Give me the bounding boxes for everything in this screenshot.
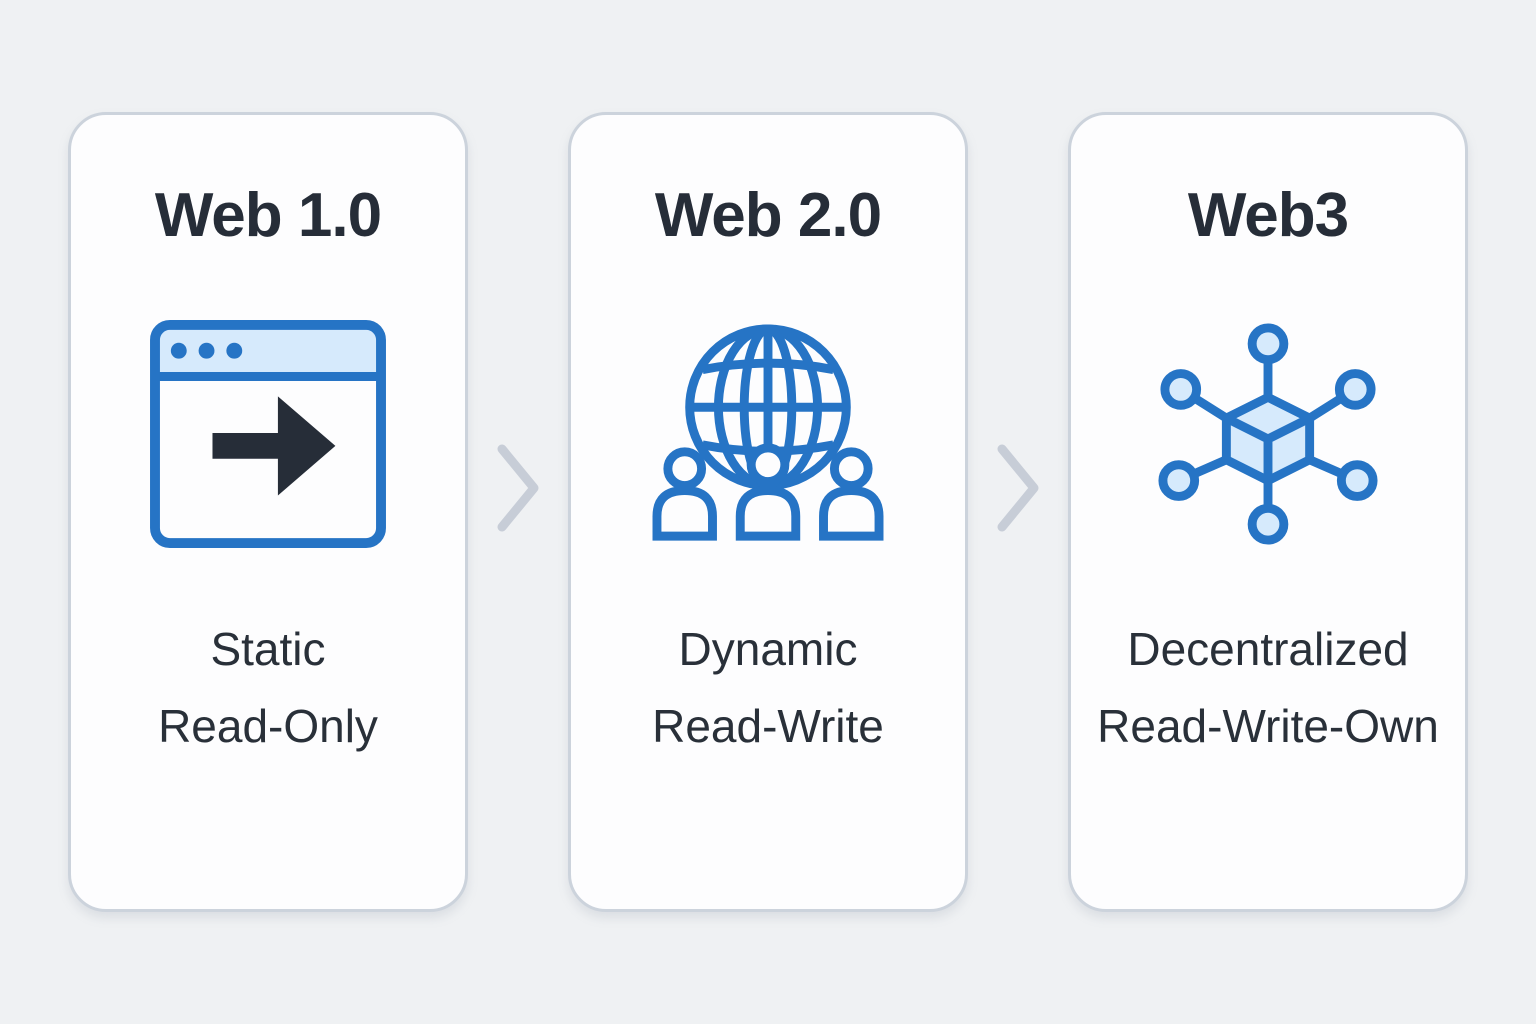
card-web2-description: Dynamic Read-Write [652, 611, 884, 765]
desc-line: Read-Only [158, 700, 378, 752]
desc-line: Read-Write [652, 700, 884, 752]
card-web1-title: Web 1.0 [154, 181, 382, 250]
browser-window-arrow-icon [148, 319, 388, 549]
desc-line: Static [210, 623, 326, 675]
card-web3-title: Web3 [1187, 181, 1349, 250]
card-web3-description: Decentralized Read-Write-Own [1097, 611, 1439, 765]
desc-line: Dynamic [678, 623, 858, 675]
card-web3: Web3 [1068, 112, 1468, 912]
separator-1 [468, 443, 568, 533]
desc-line: Decentralized [1127, 623, 1409, 675]
card-web2: Web 2.0 [568, 112, 968, 912]
globe-users-icon [648, 319, 888, 549]
chevron-right-icon [997, 444, 1039, 532]
card-web1-description: Static Read-Only [158, 611, 378, 765]
card-web2-title: Web 2.0 [654, 181, 882, 250]
blockchain-network-icon [1148, 319, 1388, 549]
chevron-right-icon [497, 444, 539, 532]
separator-2 [968, 443, 1068, 533]
card-web1: Web 1.0 Static Read-Only [68, 112, 468, 912]
desc-line: Read-Write-Own [1097, 700, 1439, 752]
